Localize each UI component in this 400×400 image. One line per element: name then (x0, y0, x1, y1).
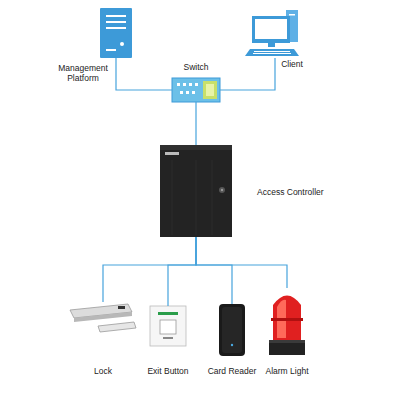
exit-button-icon (150, 306, 186, 346)
network-wire (116, 58, 172, 90)
device-label: Access Controller (257, 187, 357, 197)
server-icon (100, 8, 132, 58)
device-label: Exit Button (138, 366, 198, 376)
network-wire (220, 58, 275, 90)
controller-cabinet (160, 145, 232, 237)
controller-node: Access Controller (160, 145, 232, 237)
exit-button-node: Exit Button (150, 306, 186, 346)
device-label: Client (270, 59, 314, 69)
device-label: Management Platform (50, 63, 116, 83)
lock-node: Lock (68, 302, 138, 334)
switch-icon (172, 78, 220, 102)
alarm-light-node: Alarm Light (269, 288, 305, 355)
card-reader-node: Card Reader (219, 304, 245, 356)
network-wire (195, 102, 196, 145)
switch-node: Switch (172, 78, 220, 102)
alarm-light-icon (269, 296, 305, 356)
device-label: Lock (73, 366, 133, 376)
network-wire (196, 237, 232, 304)
magnetic-lock-icon (70, 304, 136, 332)
server-node: Management Platform (100, 8, 132, 58)
device-label: Switch (174, 62, 218, 72)
device-label: Alarm Light (257, 366, 317, 376)
client-node: Client (250, 10, 300, 58)
device-label: Card Reader (202, 366, 262, 376)
network-wire (103, 237, 196, 302)
network-wire (196, 237, 287, 288)
network-wire (168, 237, 196, 306)
card-reader-icon (219, 304, 245, 356)
client-computer-icon (245, 10, 299, 56)
